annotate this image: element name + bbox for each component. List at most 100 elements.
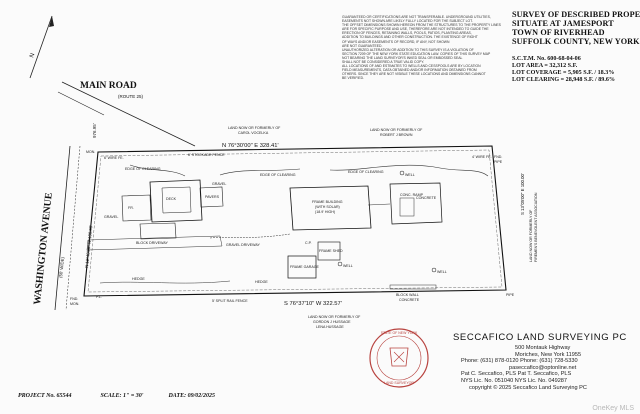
gravel2-label: GRAVEL	[104, 215, 118, 219]
owner-south-name2: LENA HUSSAGE	[316, 325, 344, 329]
frame-building	[289, 185, 391, 231]
lot-statistics: S.C.T.M. No. 600-68-04-06 LOT AREA = 32,…	[512, 56, 638, 84]
company-copyright: copyright © 2025 Seccafico Land Surveyin…	[469, 384, 587, 391]
fence-south-label: 5' SPLIT RAIL FENCE	[212, 299, 248, 303]
footer: PROJECT No. 65544 SCALE: 1" = 30' DATE: …	[18, 393, 215, 399]
fr-label: FR.	[128, 206, 134, 210]
deck-label: DECK	[166, 197, 177, 201]
pavers-label: PAVERS	[205, 195, 220, 199]
dwelling-complex	[121, 179, 224, 240]
note-line: ARE NOT GUARANTEED.	[342, 43, 383, 48]
north-arrow-icon: N	[29, 15, 54, 79]
clearing-edges	[129, 164, 489, 177]
hedge-label: HEDGE	[132, 277, 145, 281]
project-number: PROJECT No. 65544	[18, 393, 72, 399]
note-line: NOT BEARING THE LAND SURVEYOR'S INKED SE…	[342, 55, 463, 60]
owner-east-name: FIREMEN'S BENEVOLENT ASSOCIATION	[534, 192, 538, 262]
title-line: SITUATE AT JAMESPORT	[512, 19, 614, 28]
concrete-pad	[389, 182, 443, 225]
block-driveway	[86, 235, 223, 251]
title-line: SUFFOLK COUNTY, NEW YORK	[512, 37, 640, 46]
title-line: SURVEY OF DESCRIBED PROPERTY	[512, 10, 640, 19]
east-bearing-label: S 13°05'00" E 100.00'	[520, 173, 525, 215]
hedge2-label: HEDGE	[255, 280, 268, 284]
frame-shed-label: FRAME SHED	[319, 249, 343, 253]
edge-clearing3-label: EDGE OF CLEARING	[125, 167, 161, 171]
owner-north-label: LAND NOW OR FORMERLY OF	[228, 126, 281, 130]
gravel-driveway-label: GRAVEL DRIVEWAY	[226, 243, 261, 247]
north-bearing-label: N 76°30'00" E 328.41'	[222, 143, 279, 149]
frame-building-label: FRAME BUILDING	[312, 200, 343, 204]
well-markers	[337, 170, 437, 273]
main-road-label: MAIN ROAD	[80, 81, 137, 91]
company-email: paseccafico@optonline.net	[509, 364, 577, 371]
washington-avenue-label: WASHINGTON AVENUE	[32, 192, 55, 306]
fence-north-label: 6' STOCKADE FENCE	[188, 153, 225, 157]
note-line: EASEMENTS NOT SHOWN ARE LIKELY FULLY LOC…	[342, 19, 473, 24]
seal-text-bottom: LAND SURVEYOR	[384, 381, 414, 385]
pl-label: P.L.	[96, 295, 102, 299]
fnd-label: FND.	[494, 155, 502, 159]
date-label: DATE: 09/02/2025	[168, 393, 215, 399]
company-licenses: NYS Lic. No. 051040 NYS Lic. No. 049287	[461, 377, 568, 384]
gravel-label: GRAVEL	[212, 182, 226, 186]
note-line: THE OFFSET DIMENSIONS SHOWN HEREON FROM …	[342, 23, 501, 28]
frame-garage-label: FRAME GARAGE	[290, 265, 320, 269]
company-city: Moriches, New York 11955	[515, 351, 582, 358]
note-line: ALL LOCATIONS OF AND ESTIMATES TO WELLS …	[342, 64, 481, 69]
route-label: (ROUTE 25)	[118, 94, 144, 99]
owner-north2-name: ROBERT J BROWN	[380, 133, 413, 137]
note-line: GUARANTEED OR CERTIFICATIONS ARE NOT TRA…	[342, 15, 491, 19]
conc-ramp-label: CONC. RAMP	[400, 193, 424, 197]
lot-coverage: LOT COVERAGE = 5,905 S.F. / 18.3%	[512, 70, 615, 77]
pipe-label: PIPE	[494, 160, 503, 164]
survey-notes: GUARANTEED OR CERTIFICATIONS ARE NOT TRA…	[342, 15, 508, 81]
company-name: SECCAFICO LAND SURVEYING PC	[453, 332, 627, 343]
avenue-width-label: (50' WIDE)	[58, 256, 65, 278]
pipe2-label: PIPE	[506, 293, 515, 297]
svg-text:N: N	[29, 53, 36, 59]
block-wall-label: BLOCK WALL	[396, 293, 419, 297]
note-line: SECTION 7209 OF THE NEW YORK STATE EDUCA…	[342, 51, 491, 56]
well2-label: WELL	[437, 270, 447, 274]
scale-label: SCALE: 1" = 30'	[100, 393, 144, 399]
mon-label: MON.	[86, 150, 95, 154]
lot-area: LOT AREA = 32,312 S.F.	[512, 63, 578, 70]
side-distance-label: 976.95'	[92, 123, 97, 138]
south-bearing-label: S 76°37'10" W 322.57'	[284, 301, 342, 307]
edge-clearing-label: EDGE OF CLEARING	[348, 170, 384, 174]
main-road: MAIN ROAD (ROUTE 25) 976.95'	[57, 81, 196, 147]
concrete-south-label: CONCRETE	[399, 298, 420, 302]
fnd2-label: FND.	[70, 297, 78, 301]
note-line: BE VERIFIED.	[342, 76, 365, 81]
note-line: ARE FOR SPECIFIC PURPOSE AND USE, THEREF…	[342, 27, 489, 32]
title-line: TOWN OF RIVERHEAD	[512, 28, 605, 37]
lot-clearing: LOT CLEARING = 28,948 S.F. / 89.6%	[512, 77, 616, 84]
owner-north2-label: LAND NOW OR FORMERLY OF	[370, 128, 423, 132]
wire-fence-label: 6' WIRE FE.	[104, 156, 124, 160]
frame-building-height: (18.9' HIGH)	[315, 210, 335, 214]
washington-avenue: WASHINGTON AVENUE (50' WIDE) N 12°48'30"…	[32, 145, 94, 311]
note-line: OF WAYS AND/OR EASEMENTS OF RECORD, IF A…	[342, 39, 450, 44]
watermark: OneKey MLS	[592, 405, 634, 412]
owner-north-name: CAROL VOCELKA	[238, 131, 269, 135]
concrete-label: CONCRETE	[416, 196, 437, 200]
owner-south-name: GORDON J HUSSAGE	[313, 320, 351, 324]
mon2-label: MON.	[70, 302, 79, 306]
cess-label: C.P.	[305, 241, 312, 245]
note-line: ERECTION OF FENCES, RETAINING WALLS, POO…	[342, 31, 472, 36]
company-surveyors: Pat C. Seccafico, PLS Pat T. Seccafico, …	[461, 371, 572, 378]
note-line: FIELD MEASUREMENTS, DATA OBTAINED AND/OR…	[342, 68, 477, 73]
note-line: UNAUTHORIZED ALTERATION OR ADDITION TO T…	[342, 47, 474, 52]
owner-south-label: LAND NOW OR FORMERLY OF	[308, 315, 361, 319]
seal-text-top: STATE OF NEW YORK	[381, 331, 418, 335]
frame-building-sub: (WITH SOLAR)	[315, 205, 340, 209]
gravel-driveway	[209, 233, 291, 239]
company-phones: Phone: (631) 878-0120 Phone: (631) 728-5…	[461, 358, 578, 365]
edge-clearing2-label: EDGE OF CLEARING	[260, 173, 296, 177]
property-boundary	[83, 145, 507, 297]
well1-label: WELL	[405, 173, 415, 177]
sctm-number: S.C.T.M. No. 600-68-04-06	[512, 56, 581, 62]
